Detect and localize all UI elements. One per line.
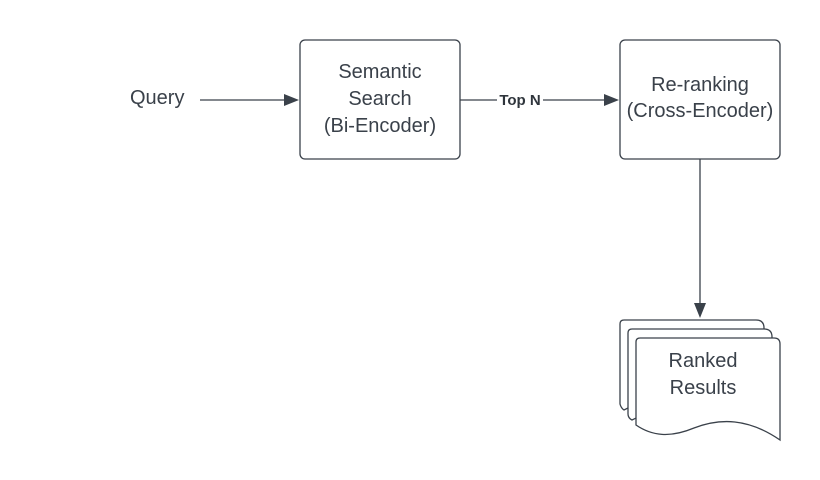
- ranked-results-line-1: Ranked: [669, 350, 738, 372]
- query-label: Query: [130, 87, 184, 109]
- semantic-search-line-3: (Bi-Encoder): [324, 115, 436, 137]
- semantic-search-line-1: Semantic: [338, 61, 421, 83]
- reranking-line-1: Re-ranking: [651, 74, 749, 96]
- semantic-search-node: Semantic Search (Bi-Encoder): [299, 39, 461, 160]
- top-n-label: Top N: [499, 92, 540, 109]
- search-to-rerank-arrow: Top N: [460, 92, 619, 109]
- ranked-results-line-2: Results: [670, 377, 737, 399]
- ranked-results-node: Ranked Results: [619, 319, 781, 442]
- rerank-to-results-arrow: [694, 159, 706, 318]
- semantic-search-line-2: Search: [348, 88, 411, 110]
- reranking-node: Re-ranking (Cross-Encoder): [619, 39, 781, 160]
- results-doc-front: [635, 337, 781, 442]
- query-to-search-arrow: [200, 94, 299, 106]
- reranking-line-2: (Cross-Encoder): [627, 100, 774, 122]
